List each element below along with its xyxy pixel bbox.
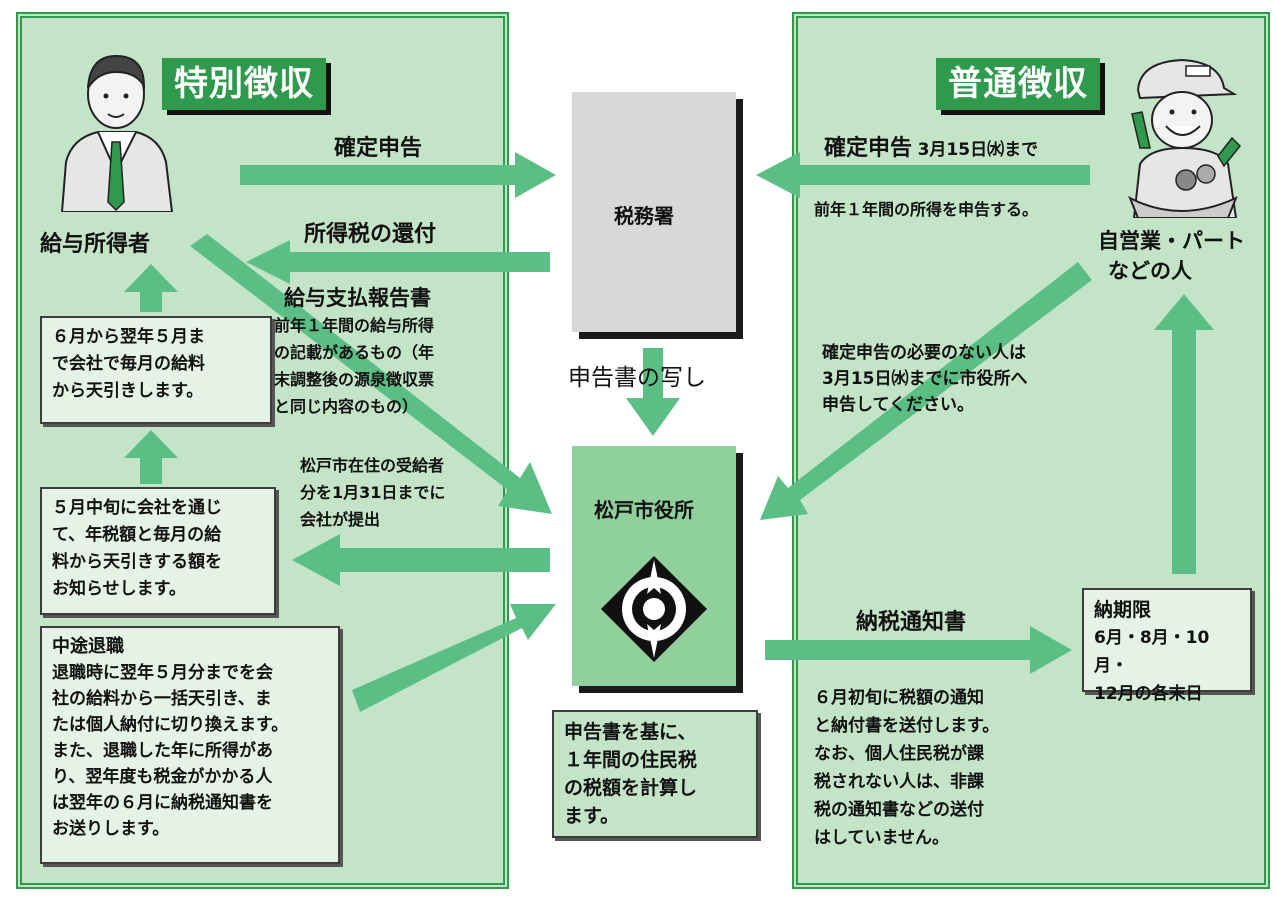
no-kakutei-line: 確定申告の必要のない人は — [822, 343, 1026, 363]
arrow-box2-up — [124, 430, 178, 484]
box1-line: から天引きします。 — [52, 381, 204, 401]
arrow-retire-to-city — [352, 604, 556, 712]
arrow-city-to-company — [292, 534, 550, 586]
submission-line: 松戸市在住の受給者 — [300, 456, 445, 475]
arrow-copy-to-city — [626, 348, 680, 436]
arrow-box1-up — [124, 264, 178, 312]
copy-of-return-label: 申告書の写し — [568, 365, 706, 391]
kakutei-label-left: 確定申告 — [334, 136, 423, 161]
tax-notice-title: 納税通知書 — [856, 610, 967, 635]
salary-report-line: 前年１年間の給与所得 — [274, 316, 435, 335]
retirement-line: たは個人納付に切り換えます。 — [52, 715, 289, 735]
ordinary-collection-title: 普通徴収 — [936, 58, 1100, 110]
retirement-line: お送りします。 — [52, 819, 170, 839]
retirement-line: は翌年の６月に納税通知書を — [52, 793, 273, 813]
retirement-line: 社の給料から一括天引き、ま — [52, 689, 272, 709]
salary-report-line: の記載があるもの（年 — [274, 343, 435, 362]
box2-line: お知らせします。 — [52, 579, 186, 599]
box1-line: で会社で毎月の給料 — [52, 354, 205, 374]
salary-report-title: 給与支払報告書 — [284, 286, 431, 310]
kakutei-right-date: 3月15日㈬まで — [917, 140, 1039, 160]
no-kakutei-line: 申告してください。 — [822, 395, 974, 415]
farmer-icon — [1128, 58, 1242, 218]
arrow-refund-to-worker — [246, 240, 550, 284]
box1-line: ６月から翌年５月ま — [52, 327, 205, 347]
notice-line: 税の通知書などの送付 — [814, 800, 984, 820]
salary-report-details: 前年１年間の給与所得 の記載があるもの（年 末調整後の源泉徴収票 と同じ内容のも… — [274, 312, 434, 420]
submission-note: 松戸市在住の受給者 分を1月31日までに 会社が提出 — [300, 452, 445, 533]
salary-report-line: 末調整後の源泉徴収票 — [274, 370, 435, 389]
deadline-heading: 納期限 — [1094, 599, 1152, 621]
notice-line: はしていません。 — [814, 828, 949, 848]
refund-label: 所得税の還付 — [304, 222, 437, 247]
office-worker-icon — [60, 54, 174, 212]
deadline-line: 12月の各末日 — [1094, 684, 1203, 704]
salary-report-line: と同じ内容のもの） — [274, 397, 419, 416]
calc-line: 申告書を基に、 — [564, 721, 697, 743]
kakutei-right-sub: 前年１年間の所得を申告する。 — [814, 200, 1039, 219]
city-hall-label: 松戸市役所 — [594, 498, 694, 522]
special-collection-title: 特別徴収 — [162, 58, 326, 110]
tax-office-label: 税務署 — [614, 204, 674, 228]
notice-line: なお、個人住民税が課 — [814, 744, 984, 764]
box2-line: て、年税額と毎月の給 — [52, 525, 222, 545]
self-employed-line: などの人 — [1108, 259, 1192, 283]
submission-line: 分を1月31日までに — [300, 483, 446, 502]
salary-earner-label: 給与所得者 — [40, 232, 151, 257]
retirement-line: り、翌年度も税金がかかる人 — [52, 767, 273, 787]
arrow-self-employed-to-city — [760, 262, 1092, 520]
mid-may-notice-box: ５月中旬に会社を通じ て、年税額と毎月の給 料から天引きする額を お知らせします… — [40, 487, 276, 615]
arrow-salary-report-to-city — [190, 234, 552, 514]
deadline-line: 6月・8月・10月・ — [1094, 628, 1210, 676]
mid-term-retirement-box: 中途退職 退職時に翌年５月分までを会 社の給料から一括天引き、ま たは個人納付に… — [40, 626, 340, 864]
tax-office-box — [572, 92, 736, 332]
notice-line: と納付書を送付します。 — [814, 716, 1000, 736]
calculation-box: 申告書を基に、 １年間の住民税 の税額を計算し ます。 — [552, 710, 758, 838]
self-employed-line: 自営業・パート — [1098, 229, 1245, 253]
retirement-line: 退職時に翌年５月分までを会 — [52, 663, 273, 683]
kakutei-right-main: 確定申告 — [824, 136, 913, 161]
retirement-line: また、退職した年に所得があ — [52, 741, 273, 761]
arrow-deadline-up — [1154, 294, 1214, 574]
calc-line: の税額を計算し — [564, 777, 698, 799]
box2-line: 料から天引きする額を — [52, 552, 222, 572]
arrow-kakutei-right-to-tax-office — [756, 152, 1090, 198]
matsudo-city-emblem-icon — [601, 556, 707, 662]
notice-line: 税されない人は、非課 — [814, 772, 984, 792]
arrow-kakutei-to-tax-office — [240, 152, 556, 198]
no-kakutei-line: 3月15日㈬までに市役所へ — [822, 369, 1028, 389]
payment-deadline-box: 納期限 6月・8月・10月・ 12月の各末日 — [1082, 588, 1252, 704]
tax-notice-details: ６月初旬に税額の通知 と納付書を送付します。 なお、個人住民税が課 税されない人… — [814, 684, 999, 852]
kakutei-label-right: 確定申告 3月15日㈬まで — [824, 130, 1038, 162]
no-kakutei-note: 確定申告の必要のない人は 3月15日㈬までに市役所へ 申告してください。 — [822, 340, 1028, 418]
retirement-heading: 中途退職 — [52, 636, 124, 657]
monthly-deduction-box: ６月から翌年５月ま で会社で毎月の給料 から天引きします。 — [40, 316, 272, 424]
box2-line: ５月中旬に会社を通じ — [52, 498, 222, 518]
arrow-city-to-deadline — [765, 626, 1072, 674]
calc-line: ます。 — [564, 805, 620, 827]
calc-line: １年間の住民税 — [564, 749, 698, 771]
notice-line: ６月初旬に税額の通知 — [814, 688, 984, 708]
self-employed-label: 自営業・パート などの人 — [1098, 226, 1245, 286]
submission-line: 会社が提出 — [300, 510, 381, 529]
